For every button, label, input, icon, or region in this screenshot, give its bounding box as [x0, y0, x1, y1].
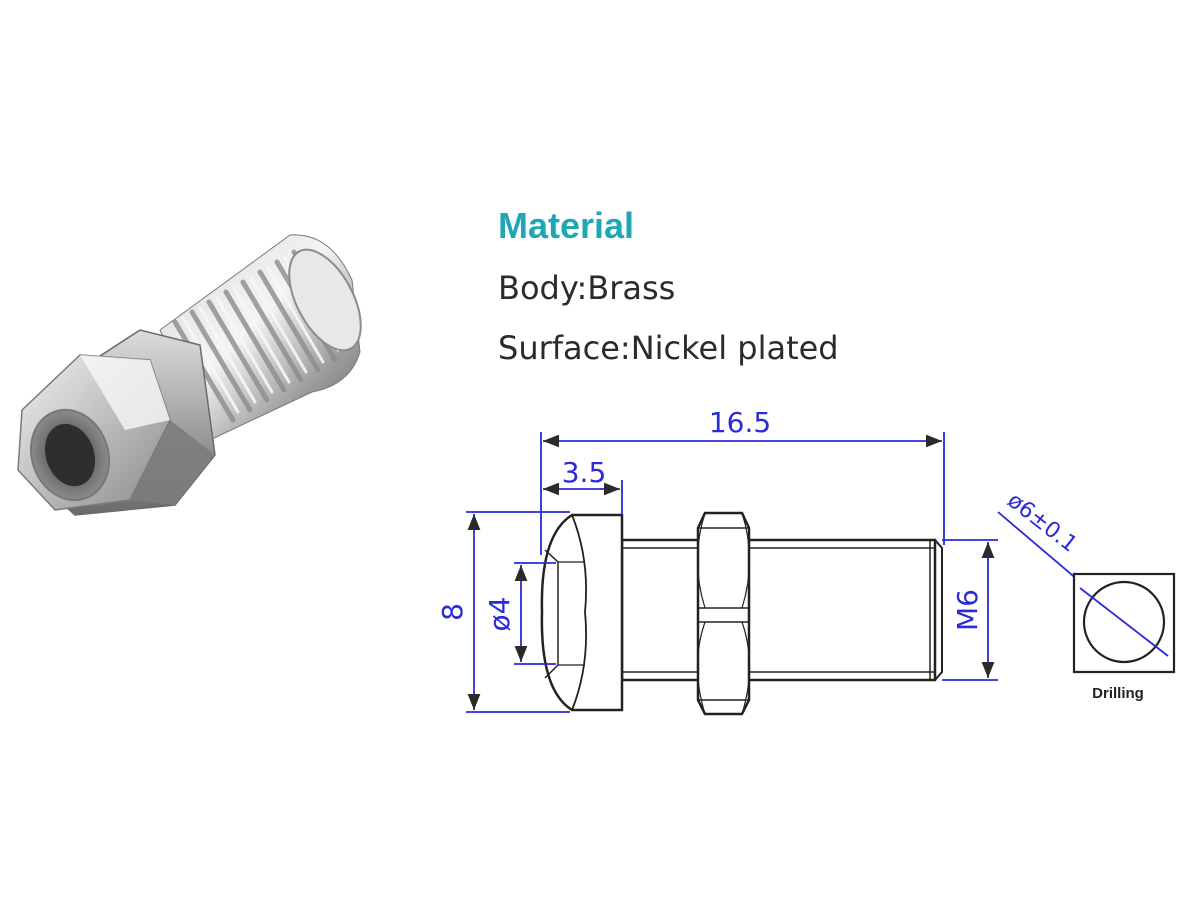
drilling-hole-detail: [1072, 572, 1176, 674]
material-heading: Material: [498, 205, 635, 246]
thread-size-label: M6: [951, 589, 984, 631]
hex-head: [17, 329, 216, 516]
head-length-label: 3.5: [562, 456, 607, 489]
material-body: Body:Brass: [498, 269, 676, 307]
material-surface: Surface:Nickel plated: [498, 329, 839, 367]
head-height-label: 8: [436, 603, 469, 621]
screw-thread: [159, 234, 362, 441]
part-outline: [540, 511, 943, 716]
product-photo: [17, 234, 362, 516]
bore-diameter-label: ø4: [483, 597, 516, 632]
drilling-diameter-label: ø6±0.1: [1002, 488, 1081, 558]
overall-length-label: 16.5: [709, 406, 771, 439]
drilling-label: Drilling: [1092, 685, 1144, 702]
